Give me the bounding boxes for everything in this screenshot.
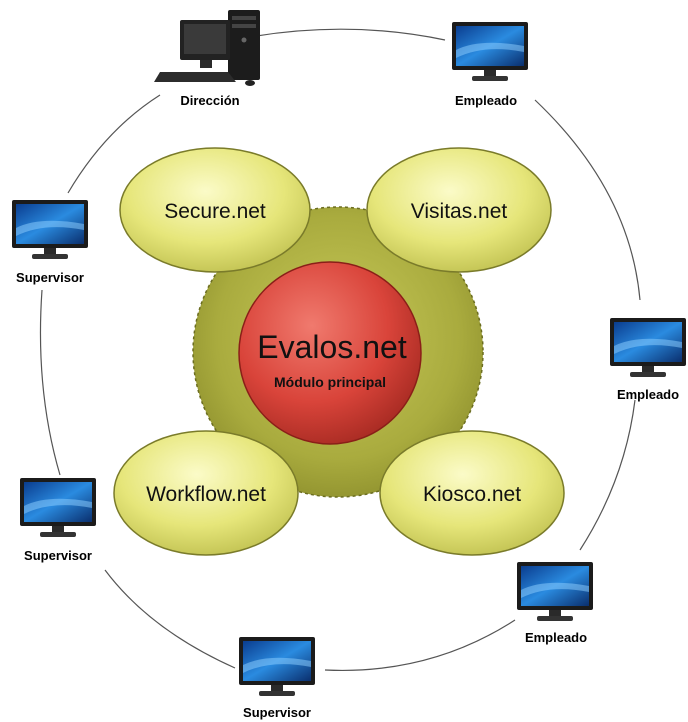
monitor-icon [452, 22, 528, 81]
module-kiosco-label: Kiosco.net [423, 483, 521, 506]
terminal-supervisor-1[interactable]: Supervisor [12, 200, 88, 285]
terminal-empleado-1[interactable]: Empleado [452, 22, 528, 108]
terminal-empleado-3-label: Empleado [525, 630, 587, 645]
terminal-empleado-3[interactable]: Empleado [517, 562, 593, 645]
terminal-empleado-2-label: Empleado [617, 387, 679, 402]
terminal-supervisor-1-label: Supervisor [16, 270, 84, 285]
core-title: Evalos.net [257, 329, 407, 365]
desktop-tower-icon [154, 10, 260, 86]
module-secure-label: Secure.net [164, 200, 266, 223]
monitor-icon [12, 200, 88, 259]
module-workflow-label: Workflow.net [146, 483, 266, 506]
terminal-supervisor-2[interactable]: Supervisor [20, 478, 96, 563]
module-visitas-label: Visitas.net [411, 200, 508, 223]
module-kiosco[interactable]: Kiosco.net [379, 430, 565, 556]
network-ring [39, 28, 641, 671]
terminal-supervisor-3-label: Supervisor [243, 705, 311, 720]
core-module[interactable]: Evalos.net Módulo principal [238, 261, 422, 445]
terminal-direccion[interactable]: Dirección [154, 10, 260, 108]
module-visitas[interactable]: Visitas.net [366, 147, 552, 273]
core-subtitle: Módulo principal [274, 374, 386, 390]
module-workflow[interactable]: Workflow.net [113, 430, 299, 556]
monitor-icon [517, 562, 593, 621]
monitor-icon [20, 478, 96, 537]
terminal-empleado-1-label: Empleado [455, 93, 517, 108]
module-secure[interactable]: Secure.net [119, 147, 311, 273]
monitor-icon [610, 318, 686, 377]
terminal-supervisor-2-label: Supervisor [24, 548, 92, 563]
monitor-icon [239, 637, 315, 696]
terminal-direccion-label: Dirección [180, 93, 239, 108]
terminal-supervisor-3[interactable]: Supervisor [239, 637, 315, 720]
terminal-empleado-2[interactable]: Empleado [610, 318, 686, 402]
